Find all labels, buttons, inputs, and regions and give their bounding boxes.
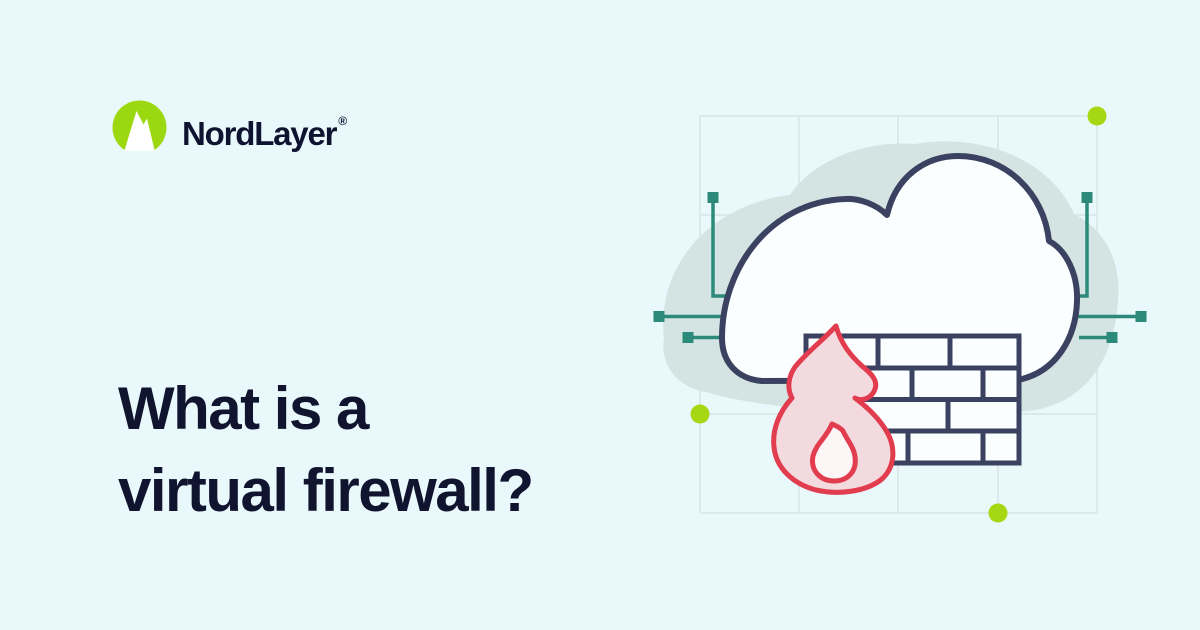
flame-icon xyxy=(771,323,896,495)
flame-outer xyxy=(771,323,896,495)
nordlayer-logo: NordLayer® xyxy=(112,94,347,161)
connector-right-lower xyxy=(1079,332,1118,343)
cloud-firewall-illustration xyxy=(630,70,1160,540)
connector-right-middle xyxy=(1075,311,1147,322)
accent-dot-top-right xyxy=(1087,106,1107,126)
flame-inner xyxy=(810,421,858,484)
headline-line-1: What is a xyxy=(118,375,369,442)
headline-line-2: virtual firewall? xyxy=(118,457,534,524)
registered-mark: ® xyxy=(338,114,347,128)
connector-left-top xyxy=(707,192,725,298)
accent-dot-left xyxy=(690,404,710,424)
accent-dot-bottom xyxy=(988,503,1008,523)
page-title: What is a virtual firewall? xyxy=(118,368,534,532)
connector-left-middle xyxy=(653,311,724,322)
brand-wordmark: NordLayer® xyxy=(182,114,347,152)
mountain-logo-icon xyxy=(112,100,167,155)
accent-dots xyxy=(690,106,1107,523)
cloud-icon xyxy=(719,153,1081,384)
